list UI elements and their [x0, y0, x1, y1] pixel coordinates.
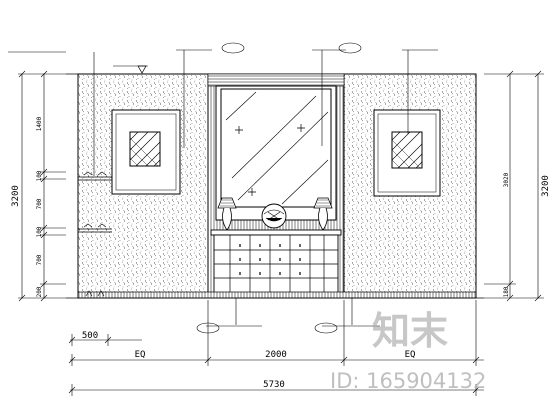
right-framed-artwork — [373, 109, 441, 197]
console-cabinet — [210, 229, 342, 299]
dim-right-2: 180 — [503, 286, 510, 297]
bottom-dimension-chains — [68, 300, 484, 396]
left-dimension-texts: 3200 1400 100 700 100 700 200 — [11, 116, 43, 297]
left-framed-artwork — [111, 109, 181, 195]
right-dimension-texts: 3200 3020 180 — [503, 172, 551, 297]
dim-bottom-eq-left: EQ — [135, 350, 146, 360]
dim-right-total: 3200 — [541, 175, 551, 197]
bottom-leaders — [196, 298, 380, 334]
dim-bottom-500: 500 — [82, 331, 98, 341]
left-table-lamp — [217, 197, 237, 231]
dim-left-1: 1400 — [36, 116, 43, 131]
dim-left-4: 100 — [36, 226, 43, 237]
level-marker-icon — [137, 65, 147, 74]
dim-bottom-2000: 2000 — [265, 350, 287, 360]
mirror — [220, 88, 332, 208]
watermark-id-text: ID: 165904132 — [330, 369, 486, 393]
left-wall-shelves — [78, 171, 112, 297]
bottom-dimension-texts: 500 EQ 2000 EQ 5730 — [82, 331, 416, 390]
top-leaders — [8, 42, 438, 176]
dim-left-6: 200 — [36, 286, 43, 297]
dim-left-2: 100 — [36, 170, 43, 181]
decorative-bowl — [261, 203, 287, 229]
dim-left-total: 3200 — [11, 185, 21, 207]
dim-bottom-eq-right: EQ — [405, 350, 416, 360]
left-dimension-chain — [18, 70, 66, 302]
watermark-logo-text: 知末 — [372, 309, 448, 353]
dim-left-5: 700 — [36, 254, 43, 265]
dim-left-3: 700 — [36, 198, 43, 209]
dim-bottom-total: 5730 — [263, 380, 285, 390]
right-table-lamp — [313, 197, 333, 231]
skirting-band — [77, 291, 477, 299]
dim-right-1: 3020 — [503, 172, 510, 187]
right-dimension-chain — [484, 70, 544, 302]
watermark: 知末 ID: 165904132 — [330, 309, 486, 393]
